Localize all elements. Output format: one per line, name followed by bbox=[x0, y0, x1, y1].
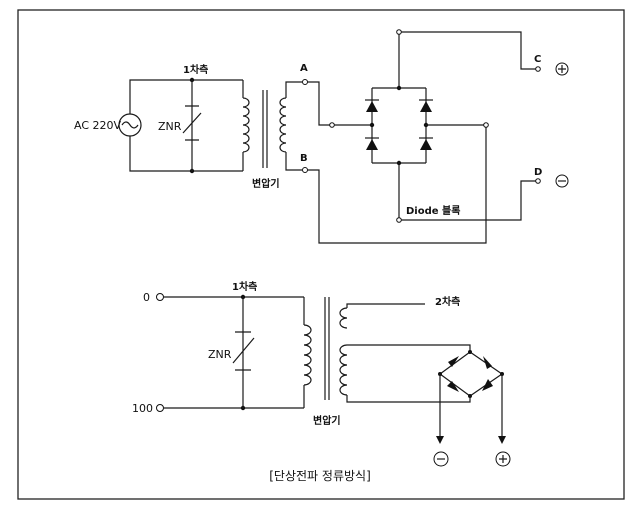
input-0-label: 0 bbox=[143, 291, 150, 304]
top-secondary-coil bbox=[279, 97, 287, 153]
bottom-primary-label: 1차측 bbox=[232, 280, 257, 293]
terminal-c-label: C bbox=[534, 54, 541, 65]
ac-source-label: AC 220V bbox=[74, 119, 122, 132]
top-znr-label: ZNR bbox=[158, 120, 182, 133]
terminal-b-label: B bbox=[300, 153, 308, 164]
top-circuit: AC 220V ZNR 1차측 A B 변압기 Diode 블록 C D bbox=[74, 29, 569, 244]
terminal-a-label: A bbox=[300, 63, 308, 74]
znr-varistor-bottom bbox=[232, 297, 255, 408]
bottom-diode-bridge bbox=[438, 350, 504, 398]
bottom-circuit: 0 100 1차측 2차측 ZNR 변압기 bbox=[132, 280, 511, 467]
top-primary-coil bbox=[242, 97, 250, 153]
secondary-label: 2차측 bbox=[435, 295, 460, 308]
bottom-secondary-coil-upper bbox=[339, 307, 348, 329]
znr-varistor bbox=[182, 80, 202, 171]
top-diode-bridge bbox=[365, 34, 433, 218]
diode-block-label: Diode 블록 bbox=[406, 205, 460, 217]
figure-border bbox=[17, 9, 625, 500]
bottom-secondary-coil-lower bbox=[339, 344, 348, 396]
ac-source-symbol bbox=[118, 113, 142, 137]
top-transformer-label: 변압기 bbox=[252, 177, 280, 190]
bottom-znr-label: ZNR bbox=[208, 348, 232, 361]
bottom-primary-coil bbox=[303, 324, 312, 386]
terminal-d-label: D bbox=[534, 167, 542, 178]
top-primary-label: 1차측 bbox=[183, 63, 208, 76]
figure-caption: [단상전파 정류방식] bbox=[269, 469, 371, 483]
bottom-transformer-label: 변압기 bbox=[313, 414, 341, 427]
input-100-label: 100 bbox=[132, 402, 153, 415]
